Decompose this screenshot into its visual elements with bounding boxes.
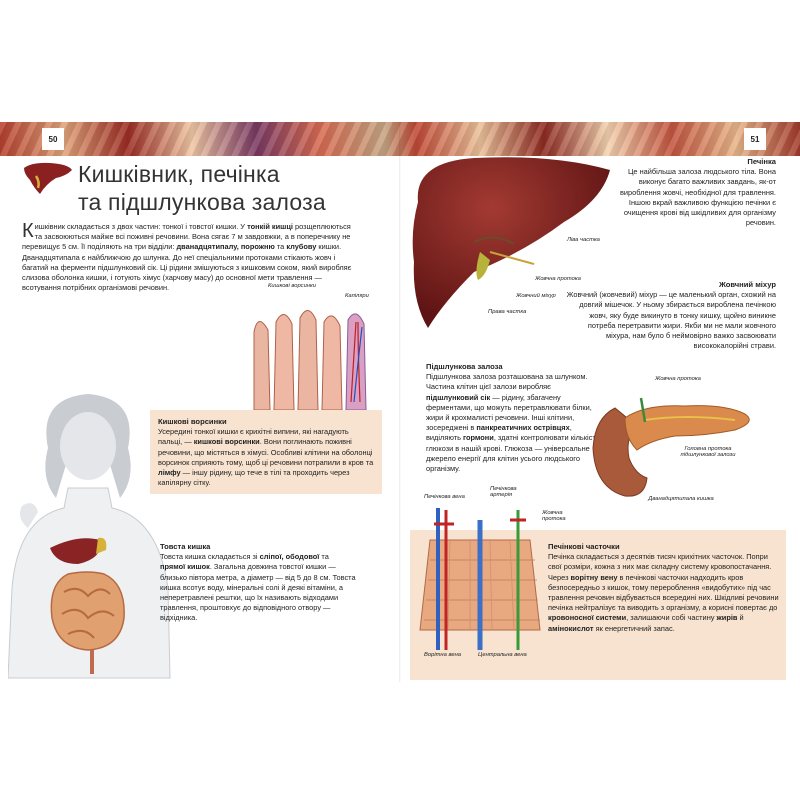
pancreas-text: Підшлункова залоза розташована за шлунко…	[426, 372, 588, 392]
title-line-2: та підшлункова залоза	[78, 189, 326, 215]
lobules-heading: Печінкові часточки	[548, 542, 620, 551]
liver-lobule-illustration	[419, 508, 541, 650]
label-liver-bile-duct: Жовчна протока	[535, 276, 581, 282]
label-villi: Кишкові ворсинки	[268, 283, 316, 289]
decorative-top-band	[0, 122, 800, 156]
lobules-text: й	[737, 613, 744, 623]
drop-cap: К	[22, 220, 34, 242]
liver-title-icon	[24, 162, 72, 194]
intro-bold: дванадцятипалу, порожню	[176, 242, 275, 252]
label-right-lobe: Права частка	[488, 309, 527, 315]
girl-digestive-system-illustration	[8, 394, 171, 679]
lobules-bold: амінокислот	[548, 623, 594, 633]
lobules-bold: ворітну вену	[570, 572, 618, 582]
colon-text: . Загальна довжина товстої кишки — близь…	[160, 562, 356, 623]
intro-text: та	[274, 242, 287, 252]
label-pancreas-bile-duct: Жовчна протока	[655, 376, 701, 382]
label-hepatic-artery: Печінкова артерія	[490, 486, 517, 498]
gallbladder-section: Жовчний міхур Жовчний (жовчевий) міхур —…	[566, 280, 776, 351]
villi-box-bold: кишкові ворсинки	[193, 437, 260, 447]
villi-info-box: Кишкові ворсинки Усередині тонкої кишки …	[150, 410, 382, 495]
villi-box-bold: лімфу	[158, 468, 181, 478]
pancreas-bold: підшлунковий сік	[426, 392, 491, 402]
label-pancreatic-duct: Головна протока підшлункової залози	[680, 446, 736, 458]
pancreas-heading: Підшлункова залоза	[426, 362, 503, 371]
liver-heading: Печінка	[747, 157, 776, 166]
colon-section: Товста кишка Товста кишка складається зі…	[160, 542, 356, 624]
label-portal-vein: Ворітна вена	[424, 652, 461, 658]
pancreas-illustration	[592, 397, 750, 497]
pancreas-section: Підшлункова залоза Підшлункова залоза ро…	[426, 362, 604, 474]
lobules-text: , залишаючи собі частину	[626, 613, 717, 623]
lobules-bold: жирів	[716, 613, 738, 623]
pancreas-bold: гормони	[463, 433, 494, 443]
label-gallbladder: Жовчний міхур	[516, 293, 556, 299]
villi-box-text: . Вони поглинають поживні речовини, що м…	[158, 437, 374, 467]
pancreas-text: , здатні контролювати кількість глюкози …	[426, 433, 600, 474]
liver-text: Це найбільша залоза людського тіла. Вона…	[620, 167, 776, 228]
title-line-1: Кишківник, печінка	[78, 161, 280, 187]
lobules-section: Печінкові часточки Печінка складається з…	[548, 542, 780, 634]
liver-illustration	[412, 157, 610, 328]
right-page-number: 51	[744, 128, 766, 150]
intro-text: ишківник складається з двох частин: тонк…	[34, 222, 248, 231]
label-central-vein: Центральна вена	[478, 652, 527, 658]
pancreas-bold: панкреатичних острівцях	[476, 423, 570, 433]
label-capillaries: Капіляри	[345, 293, 369, 299]
left-page-number: 50	[42, 128, 64, 150]
colon-bold: сліпої, ободової	[259, 552, 320, 562]
colon-heading: Товста кишка	[160, 542, 211, 551]
intro-text: розщеплюються та засвоюються майже всі п…	[22, 222, 351, 252]
pancreas-text: — рідину, збагачену ферментами, що можут…	[426, 392, 592, 433]
lobules-text: Печінка складається з десятків тисяч кри…	[548, 552, 772, 582]
label-duodenum: Дванадцятипала кишка	[648, 496, 714, 502]
intro-text: кишки. Дванадцятипала є найближчою до шл…	[22, 242, 352, 293]
villi-box-text: Усередині тонкої кишки є крихітні випини…	[158, 427, 349, 447]
label-hepatic-vein: Печінкова вена	[424, 494, 465, 500]
page-title: Кишківник, печінка та підшлункова залоза	[78, 160, 326, 216]
label-lobule-bile-duct: Жовчна протока	[542, 510, 566, 522]
gallbladder-heading: Жовчний міхур	[718, 280, 776, 289]
colon-text: та	[319, 552, 329, 562]
pancreas-text: , виділяють	[426, 423, 572, 443]
gallbladder-text: Жовчний (жовчевий) міхур — це маленький …	[566, 290, 776, 351]
intro-bold: тонкій кишці	[247, 222, 293, 231]
liver-section: Печінка Це найбільша залоза людського ті…	[610, 157, 776, 228]
villi-box-heading: Кишкові ворсинки	[158, 417, 227, 426]
page-gutter	[399, 122, 401, 682]
lobules-text: в печінкові часточки надходить кров безп…	[548, 572, 779, 613]
intro-bold: клубову	[286, 242, 317, 252]
colon-text: Товста кишка складається зі	[160, 552, 260, 562]
colon-bold: прямої кишок	[160, 562, 210, 572]
villi-box-text: — іншу рідину, що тече в тілі та проходи…	[158, 468, 350, 488]
lobules-text: як енергетичний запас.	[593, 623, 675, 633]
label-left-lobe: Ліва частка	[567, 237, 600, 243]
lobules-bold: кровоносної системи	[548, 613, 627, 623]
